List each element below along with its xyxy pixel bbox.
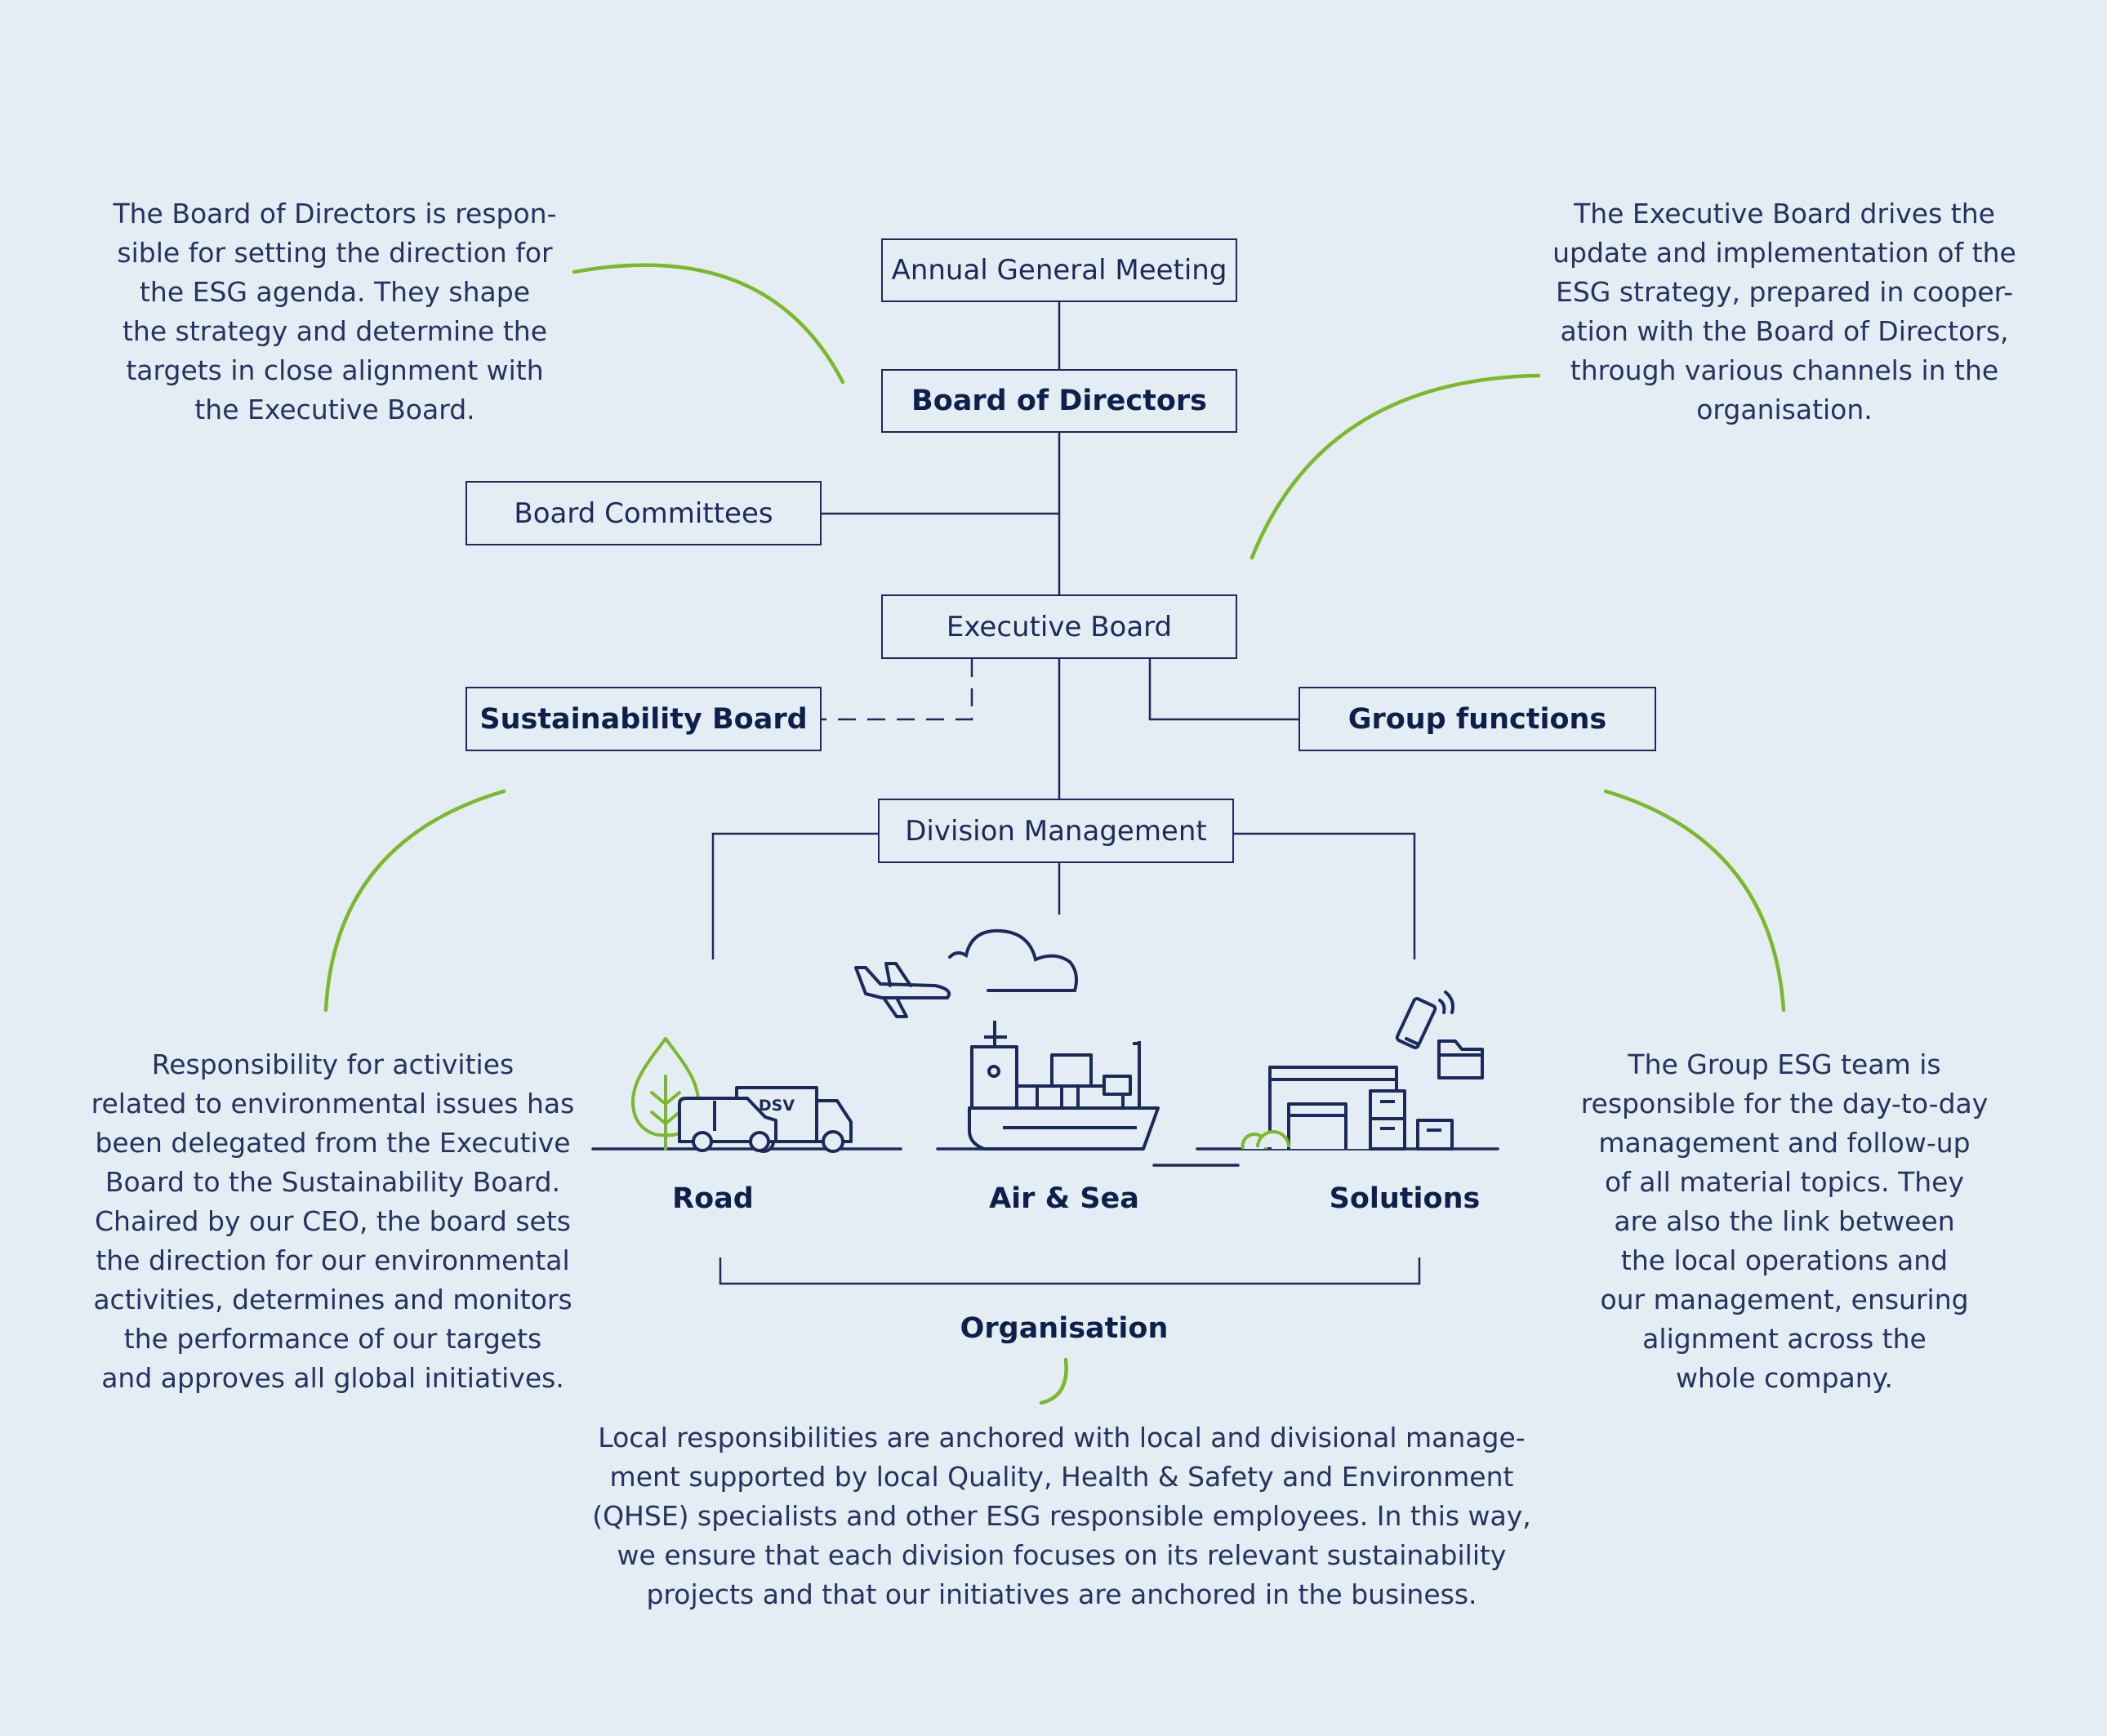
note-line: activities, determines and monitors xyxy=(93,1284,572,1315)
bush-icon xyxy=(1241,1130,1290,1150)
note-line: the local operations and xyxy=(1620,1244,1949,1276)
arc-group-esg-note xyxy=(1603,789,1786,1013)
division-management-box: Division Management xyxy=(878,799,1234,863)
note-line: we ensure that each division focuses on … xyxy=(617,1539,1507,1571)
note-line: ation with the Board of Directors, xyxy=(1560,315,2009,347)
note-executive-board: The Executive Board drives the update an… xyxy=(1535,194,2034,430)
connector-dm-solutions xyxy=(1232,832,1416,959)
arc-executive-note xyxy=(1250,373,1541,560)
note-local-responsibilities: Local responsibilities are anchored with… xyxy=(564,1418,1560,1614)
connector-sustainability-dashed xyxy=(821,659,973,721)
note-line: related to environmental issues has xyxy=(91,1088,575,1119)
board-committees-box: Board Committees xyxy=(466,481,822,545)
note-line: ment supported by local Quality, Health … xyxy=(609,1461,1514,1493)
note-line: been delegated from the Executive xyxy=(95,1127,571,1159)
truck-label: DSV xyxy=(759,1097,795,1115)
note-line: responsible for the day-to-day xyxy=(1580,1088,1989,1119)
note-line: the strategy and determine the xyxy=(122,315,547,347)
note-line: update and implementation of the xyxy=(1552,237,2016,269)
division-road-label: Road xyxy=(672,1182,754,1215)
cargo-ship-icon xyxy=(968,1021,1160,1151)
note-group-esg: The Group ESG team is responsible for th… xyxy=(1535,1045,2034,1398)
note-line: The Executive Board drives the xyxy=(1574,198,1995,229)
note-line: Responsibility for activities xyxy=(151,1048,514,1080)
note-line: The Group ESG team is xyxy=(1628,1048,1941,1080)
note-board-of-directors: The Board of Directors is respon- sible … xyxy=(90,194,580,430)
note-line: alignment across the xyxy=(1642,1323,1927,1355)
executive-board-box: Executive Board xyxy=(881,594,1237,659)
note-line: our management, ensuring xyxy=(1600,1284,1969,1315)
note-line: organisation. xyxy=(1696,394,1873,425)
note-line: Local responsibilities are anchored with… xyxy=(598,1422,1526,1453)
tree-icon xyxy=(630,1037,701,1151)
note-sustainability-board: Responsibility for activities related to… xyxy=(82,1045,584,1398)
note-line: management and follow-up xyxy=(1598,1127,1971,1159)
van-icon xyxy=(678,1097,777,1152)
note-line: targets in close alignment with xyxy=(126,354,544,386)
arc-board-note xyxy=(572,263,845,385)
note-line: projects and that our initiatives are an… xyxy=(646,1578,1477,1610)
note-line: and approves all global initiatives. xyxy=(101,1362,564,1394)
board-of-directors-box: Board of Directors xyxy=(881,369,1237,433)
folder-icon xyxy=(1437,1039,1484,1079)
sustainability-board-box: Sustainability Board xyxy=(466,687,822,751)
note-line: the direction for our environmental xyxy=(96,1244,570,1276)
arc-sustainability-note xyxy=(323,789,506,1013)
warehouse-icon xyxy=(1268,1066,1454,1151)
organisation-label: Organisation xyxy=(960,1312,1169,1345)
note-line: Board to the Sustainability Board. xyxy=(105,1166,561,1198)
note-line: the Executive Board. xyxy=(194,394,475,425)
arc-local-note xyxy=(1039,1357,1068,1405)
note-line: whole company. xyxy=(1676,1362,1893,1394)
note-line: (QHSE) specialists and other ESG respons… xyxy=(592,1500,1531,1532)
connector-group-functions xyxy=(1148,659,1298,721)
agm-box: Annual General Meeting xyxy=(881,238,1237,302)
note-line: ESG strategy, prepared in cooper- xyxy=(1555,276,2014,308)
note-line: the performance of our targets xyxy=(123,1323,542,1355)
division-solutions-label: Solutions xyxy=(1329,1182,1481,1215)
cloud-icon xyxy=(948,928,1078,992)
note-line: sible for setting the direction for xyxy=(117,237,553,269)
note-line: the ESG agenda. They shape xyxy=(139,276,531,308)
group-functions-box: Group functions xyxy=(1298,687,1656,751)
airplane-icon xyxy=(854,962,951,1018)
note-line: are also the link between xyxy=(1614,1205,1955,1237)
note-line: Chaired by our CEO, the board sets xyxy=(95,1205,571,1237)
note-line: through various channels in the xyxy=(1570,354,1999,386)
note-line: of all material topics. They xyxy=(1604,1166,1965,1198)
smartphone-icon xyxy=(1395,990,1454,1049)
note-line: The Board of Directors is respon- xyxy=(113,198,557,229)
connector-dm-road xyxy=(711,832,878,959)
organisation-bracket xyxy=(719,1257,1421,1285)
division-airsea-label: Air & Sea xyxy=(989,1182,1139,1215)
